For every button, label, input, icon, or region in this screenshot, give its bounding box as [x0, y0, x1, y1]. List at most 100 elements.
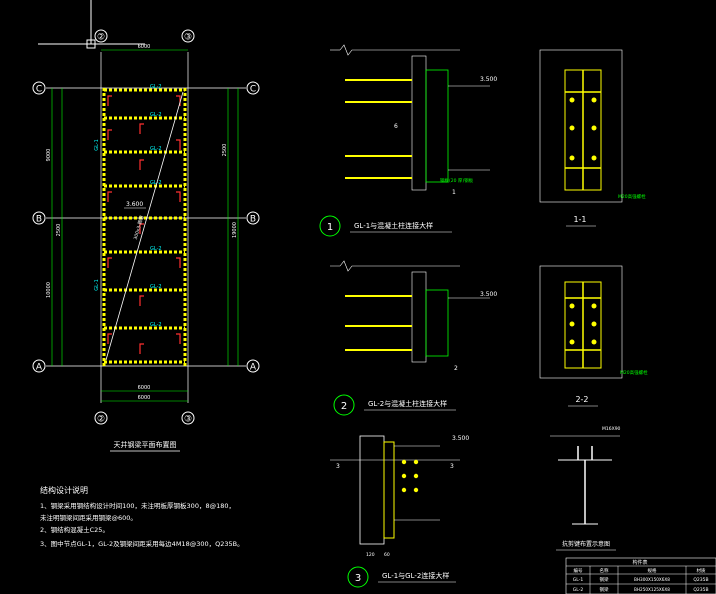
red-mark-6 [139, 159, 144, 170]
axis-label-left-a: A [36, 363, 43, 373]
detail3-level: 3.500 [452, 435, 469, 442]
dim-side-3: 19000 [232, 222, 238, 238]
red-mark-13 [107, 333, 112, 344]
red-mark-14 [176, 333, 181, 344]
table-cell-1-1: 钢梁 [600, 586, 609, 593]
red-mark-1 [107, 95, 112, 106]
detail3-num: 3 [355, 573, 361, 584]
notes-line-4: 3、图中节点GL-1，GL-2及钢梁间距采用每边4M18@300，Q235B。 [40, 539, 244, 548]
column-2 [411, 271, 427, 363]
detail2-title: GL-2与混凝土柱连接大样 [368, 399, 447, 408]
section1-bolt-note: M20高强螺栓 [618, 193, 646, 200]
break-line-1b [339, 44, 460, 56]
bolt-3a [401, 459, 407, 465]
bolt-3d [413, 459, 419, 465]
section1-frame [539, 49, 623, 203]
red-mark-12 [139, 295, 144, 306]
axis-label-left-b: B [36, 215, 42, 225]
diagonal-brace [105, 91, 184, 361]
table-header-3: 材质 [697, 567, 706, 574]
detail1-title: GL-1与混凝土柱连接大样 [354, 221, 433, 230]
notes-title: 结构设计说明 [40, 485, 88, 495]
beam-label-gl2-1: GL-2 [150, 84, 162, 90]
bolt-1d [591, 125, 597, 131]
section-1-1: M20高强螺栓 1-1 [539, 49, 646, 227]
detail3-sec-mark-left: 3 [336, 463, 340, 470]
beam-label-gl1-a: GL-1 [94, 139, 100, 151]
table-title: 构件表 [632, 559, 647, 566]
detail3-dim-a: 120 [366, 552, 375, 558]
shear-stud-detail: M16X90 抗剪键布置示意图 [550, 426, 621, 551]
table-header-0: 编号 [574, 567, 583, 574]
red-mark-3 [139, 123, 144, 134]
axis-label-right-c: C [250, 85, 256, 95]
plan-title: 天井钢梁平面布置图 [114, 440, 177, 449]
table-cell-0-0: GL-1 [573, 577, 584, 583]
red-mark-11 [176, 257, 181, 268]
red-mark-7 [107, 191, 112, 202]
notes-line-1: 1、钢梁采用钢结构设计时间100，未注明板厚钢板300，8@180， [40, 501, 235, 510]
dim-top: 6000 [138, 44, 151, 50]
dim-small-right: 2500 [222, 144, 228, 157]
bolt-2d [591, 321, 597, 327]
detail1-weld: 6 [394, 123, 398, 130]
bolt-1e [569, 155, 575, 161]
section2-bolt-note: M20高强螺栓 [620, 369, 648, 376]
axis-label-bottom-3: ③ [184, 415, 192, 425]
detail3-bubble [347, 566, 369, 588]
detail-1: 3.500 6 1 钢板(20 厚)钢板 1 GL-1与混凝土柱连接大样 [319, 44, 497, 237]
bolt-3e [413, 473, 419, 479]
axis-bubble-right-c [246, 81, 260, 95]
axis-bubble-left-a [32, 359, 46, 373]
detail1-plate-note: 钢板(20 厚)钢板 [440, 177, 474, 184]
member-table: 构件表 编号 名称 规格 材质 GL-1 钢梁 BH300X150X6X8 Q2… [565, 557, 716, 594]
bolt-1a [569, 97, 575, 103]
end-plate-2 [425, 289, 449, 357]
axis-bubble-left-c [32, 81, 46, 95]
detail2-num: 2 [341, 401, 347, 412]
axis-label-top-3: ③ [184, 33, 192, 43]
table-header-2: 规格 [648, 567, 657, 574]
notes-line-2: 未注明钢梁间距采用钢梁@600。 [40, 513, 137, 522]
detail3-sec-mark-right: 3 [450, 463, 454, 470]
break-line-2 [330, 260, 460, 272]
bolt-2c [569, 321, 575, 327]
dim-side-1: 9000 [46, 149, 52, 162]
plan-level: 3.600 [126, 201, 143, 208]
detail1-sec-mark: 1 [452, 189, 456, 196]
end-plate-1 [425, 69, 449, 183]
column-1 [411, 55, 427, 191]
table-cell-1-3: Q235B [693, 587, 708, 593]
stud-title: 抗剪键布置示意图 [562, 540, 610, 548]
table-cell-0-3: Q235B [693, 577, 708, 583]
section2-title: 2-2 [575, 395, 588, 404]
detail3-plate [383, 441, 395, 539]
table-cell-1-0: GL-2 [573, 587, 584, 593]
axis-bubble-bottom-3 [181, 411, 195, 425]
red-mark-15 [139, 343, 144, 354]
red-mark-10 [107, 257, 112, 268]
axis-bubble-top-2 [94, 29, 108, 43]
detail3-dim-b: 60 [384, 552, 390, 558]
beam-label-gl2-5: GL-2 [150, 246, 162, 252]
detail1-level: 3.500 [480, 76, 497, 83]
detail2-sec-mark: 2 [454, 365, 458, 372]
axis-bubble-left-b [32, 211, 46, 225]
detail2-level: 3.500 [480, 291, 497, 298]
bolt-3c [401, 487, 407, 493]
beam-label-gl2-6: GL-2 [150, 284, 162, 290]
detail3-title: GL-1与GL-2连接大样 [382, 571, 449, 580]
axis-label-left-c: C [36, 85, 42, 95]
red-mark-5 [176, 139, 181, 150]
axis-label-right-a: A [250, 363, 257, 373]
red-mark-8 [176, 191, 181, 202]
axis-label-top-2: ② [97, 33, 105, 43]
table-cell-0-2: BH300X150X6X8 [634, 577, 670, 582]
dim-bottom-2: 6000 [138, 395, 151, 401]
cursor-pickbox[interactable] [86, 39, 96, 49]
beam-label-gl2-7: GL-2 [150, 322, 162, 328]
bolt-2f [591, 339, 597, 345]
bolt-1b [591, 97, 597, 103]
red-mark-4 [107, 129, 112, 140]
